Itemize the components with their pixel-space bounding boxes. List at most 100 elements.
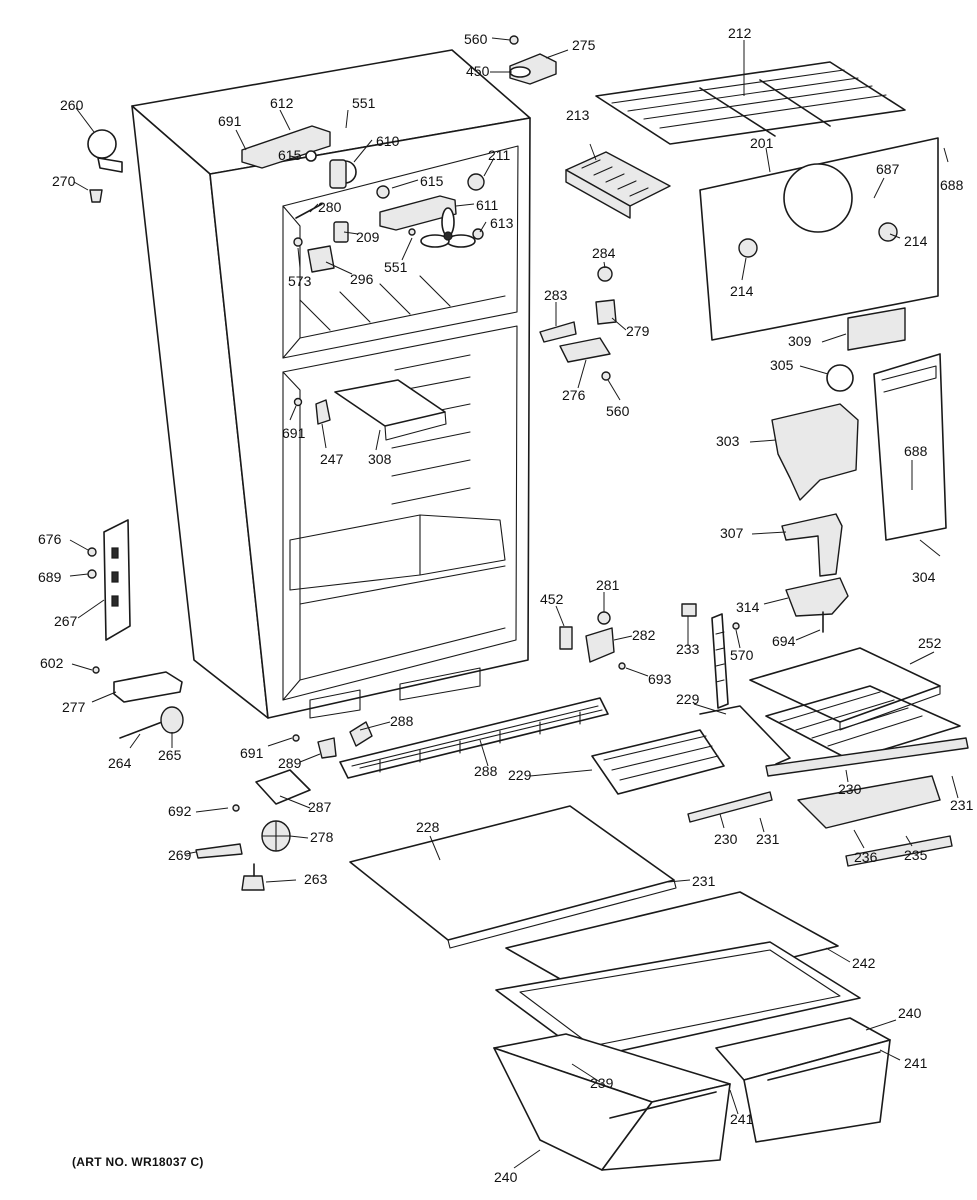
callout-304: 304 xyxy=(912,569,936,585)
callout-691: 691 xyxy=(218,113,242,129)
callout-214: 214 xyxy=(730,283,754,299)
callout-235: 235 xyxy=(904,847,928,863)
callout-239: 239 xyxy=(590,1075,614,1091)
callout-241: 241 xyxy=(730,1111,754,1127)
callout-270: 270 xyxy=(52,173,76,189)
art-number: (ART NO. WR18037 C) xyxy=(72,1155,204,1169)
callout-276: 276 xyxy=(562,387,586,403)
callout-236: 236 xyxy=(854,849,878,865)
callout-231: 231 xyxy=(692,873,716,889)
callout-615: 615 xyxy=(278,147,302,163)
callout-280: 280 xyxy=(318,199,342,215)
callout-263: 263 xyxy=(304,871,328,887)
callout-282: 282 xyxy=(632,627,656,643)
callout-687: 687 xyxy=(876,161,900,177)
callout-688: 688 xyxy=(940,177,964,193)
callout-551: 551 xyxy=(352,95,376,111)
side-bracket xyxy=(87,519,131,674)
callout-201: 201 xyxy=(750,135,774,151)
callout-269: 269 xyxy=(168,847,192,863)
callout-610: 610 xyxy=(376,133,400,149)
callout-284: 284 xyxy=(592,245,616,261)
callout-231: 231 xyxy=(756,831,780,847)
cantilever-shelf-lower xyxy=(591,705,791,795)
callout-307: 307 xyxy=(720,525,744,541)
callout-247: 247 xyxy=(320,451,344,467)
callout-230: 230 xyxy=(838,781,862,797)
callout-452: 452 xyxy=(540,591,564,607)
callout-288: 288 xyxy=(474,763,498,779)
callout-287: 287 xyxy=(308,799,332,815)
freezer-parts xyxy=(241,125,485,273)
callout-214: 214 xyxy=(904,233,928,249)
center-hinge xyxy=(539,266,617,381)
door-mount-parts xyxy=(559,603,740,709)
callout-602: 602 xyxy=(40,655,64,671)
callout-229: 229 xyxy=(676,691,700,707)
leader-lines xyxy=(69,37,959,1169)
callout-213: 213 xyxy=(566,107,590,123)
callout-212: 212 xyxy=(728,25,752,41)
cabinet xyxy=(131,49,531,719)
callout-278: 278 xyxy=(310,829,334,845)
callout-265: 265 xyxy=(158,747,182,763)
ice-tray xyxy=(565,151,671,219)
callout-691: 691 xyxy=(240,745,264,761)
callout-691: 691 xyxy=(282,425,306,441)
callout-450: 450 xyxy=(466,63,490,79)
cantilever-shelf-upper xyxy=(765,685,961,761)
callout-308: 308 xyxy=(368,451,392,467)
callout-264: 264 xyxy=(108,755,132,771)
callout-612: 612 xyxy=(270,95,294,111)
callout-611: 611 xyxy=(476,197,499,213)
callout-314: 314 xyxy=(736,599,760,615)
crisper-drawer-left xyxy=(493,1033,731,1171)
callout-242: 242 xyxy=(852,955,876,971)
callout-279: 279 xyxy=(626,323,650,339)
callout-570: 570 xyxy=(730,647,754,663)
callout-613: 613 xyxy=(490,215,514,231)
callout-693: 693 xyxy=(648,671,672,687)
callout-241: 241 xyxy=(904,1055,928,1071)
water-valve xyxy=(87,129,123,203)
callout-296: 296 xyxy=(350,271,374,287)
top-hinge xyxy=(509,35,557,85)
glass-shelf-upper xyxy=(749,647,941,731)
callout-551: 551 xyxy=(384,259,408,275)
dispenser-parts xyxy=(771,353,947,633)
callout-230: 230 xyxy=(714,831,738,847)
callout-209: 209 xyxy=(356,229,380,245)
callout-260: 260 xyxy=(60,97,84,113)
callout-560: 560 xyxy=(606,403,630,419)
callout-283: 283 xyxy=(544,287,568,303)
callout-233: 233 xyxy=(676,641,700,657)
callout-275: 275 xyxy=(572,37,596,53)
callout-211: 211 xyxy=(488,147,511,163)
callout-240: 240 xyxy=(494,1169,518,1185)
callout-573: 573 xyxy=(288,273,312,289)
callout-309: 309 xyxy=(788,333,812,349)
freezer-wire-shelf xyxy=(595,61,906,145)
callout-281: 281 xyxy=(596,577,620,593)
callout-560: 560 xyxy=(464,31,488,47)
callout-288: 288 xyxy=(390,713,414,729)
callout-615: 615 xyxy=(420,173,444,189)
callout-228: 228 xyxy=(416,819,440,835)
glass-shelf-lower xyxy=(349,805,677,949)
callout-267: 267 xyxy=(54,613,78,629)
callout-688: 688 xyxy=(904,443,928,459)
callout-252: 252 xyxy=(918,635,942,651)
callout-303: 303 xyxy=(716,433,740,449)
callout-694: 694 xyxy=(772,633,796,649)
callout-692: 692 xyxy=(168,803,192,819)
rear-panel xyxy=(699,137,939,351)
shelf-rails xyxy=(687,737,969,867)
callout-240: 240 xyxy=(898,1005,922,1021)
callout-labels: 560 275 450 212 213 201 687 688 214 214 260 270 691 6… xyxy=(38,25,974,1185)
callout-689: 689 xyxy=(38,569,62,585)
fresh-food-parts xyxy=(293,379,447,441)
callout-676: 676 xyxy=(38,531,62,547)
callout-231: 231 xyxy=(950,797,974,813)
